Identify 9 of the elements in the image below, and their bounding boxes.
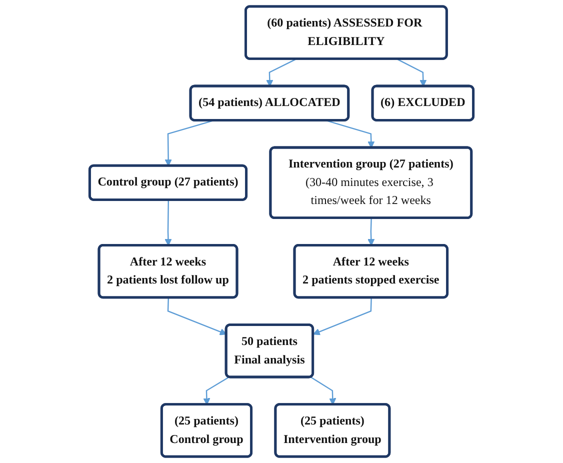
arrow — [312, 298, 372, 336]
arrow — [310, 376, 336, 406]
arrow — [167, 298, 227, 336]
arrow — [368, 218, 375, 246]
arrow — [266, 58, 296, 87]
arrow — [164, 200, 172, 246]
arrow — [396, 58, 427, 87]
arrow — [203, 376, 230, 406]
arrow — [326, 120, 375, 148]
